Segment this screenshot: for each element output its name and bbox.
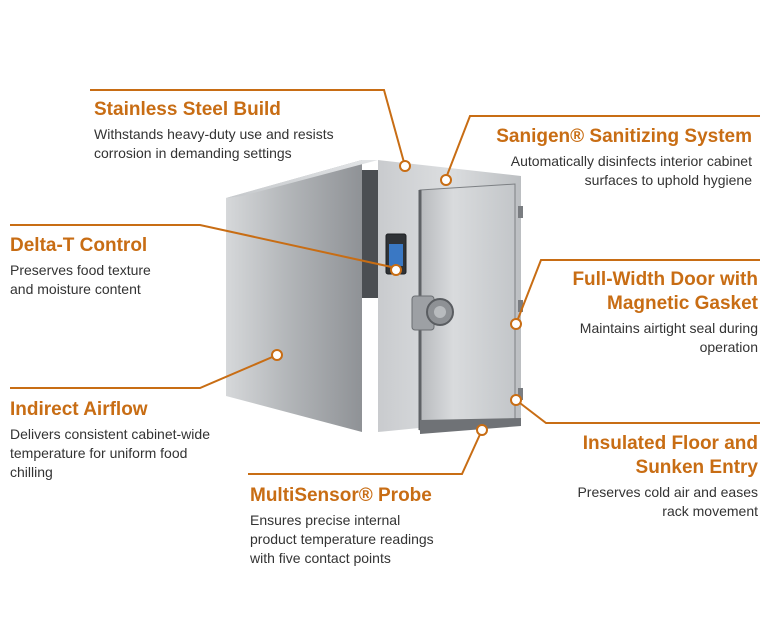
desc-line: corrosion in demanding settings bbox=[94, 145, 292, 161]
callout-multisensor-probe: MultiSensor® Probe Ensures precise inter… bbox=[250, 484, 434, 568]
callout-insulated-floor: Insulated Floor and Sunken Entry Preserv… bbox=[577, 432, 758, 521]
callout-desc: Ensures precise internal product tempera… bbox=[250, 511, 434, 568]
dot-door bbox=[510, 318, 522, 330]
desc-line: chilling bbox=[10, 464, 53, 480]
title-line: Full-Width Door with bbox=[572, 269, 758, 290]
title-line: Insulated Floor and bbox=[582, 433, 758, 454]
callout-title: Sanigen® Sanitizing System bbox=[496, 126, 752, 147]
callout-stainless-steel: Stainless Steel Build Withstands heavy-d… bbox=[94, 98, 334, 163]
callout-sanigen: Sanigen® Sanitizing System Automatically… bbox=[496, 125, 752, 190]
callout-door-gasket: Full-Width Door with Magnetic Gasket Mai… bbox=[572, 268, 758, 357]
callout-title: Delta-T Control bbox=[10, 235, 148, 256]
leader-door bbox=[515, 259, 760, 325]
callout-desc: Automatically disinfects interior cabine… bbox=[496, 152, 752, 190]
dot-deltat bbox=[390, 264, 402, 276]
callout-indirect-airflow: Indirect Airflow Delivers consistent cab… bbox=[10, 398, 210, 482]
callout-desc: Maintains airtight seal during operation bbox=[572, 319, 758, 357]
title-line: Magnetic Gasket bbox=[607, 293, 758, 314]
desc-line: Withstands heavy-duty use and resists bbox=[94, 126, 334, 142]
leader-airflow bbox=[10, 354, 278, 389]
desc-line: Preserves food texture bbox=[10, 262, 151, 278]
cabinet-frame-column bbox=[362, 170, 378, 298]
callout-title: Insulated Floor and Sunken Entry bbox=[577, 432, 758, 480]
callout-title: Stainless Steel Build bbox=[94, 99, 281, 120]
leader-deltat bbox=[10, 224, 397, 269]
cabinet-base bbox=[420, 418, 521, 434]
dot-stainless bbox=[399, 160, 411, 172]
desc-line: Preserves cold air and eases bbox=[577, 484, 758, 500]
dot-sanigen bbox=[440, 174, 452, 186]
desc-line: rack movement bbox=[662, 503, 758, 519]
desc-line: operation bbox=[699, 339, 758, 355]
title-line: Sunken Entry bbox=[635, 457, 758, 478]
dot-probe bbox=[476, 424, 488, 436]
leader-floor bbox=[515, 399, 760, 424]
callout-desc: Preserves cold air and eases rack moveme… bbox=[577, 483, 758, 521]
leader-probe bbox=[248, 429, 483, 475]
desc-line: surfaces to uphold hygiene bbox=[584, 172, 752, 188]
callout-title: Indirect Airflow bbox=[10, 399, 148, 420]
desc-line: Ensures precise internal bbox=[250, 512, 401, 528]
leader-sanigen bbox=[445, 115, 760, 179]
callout-desc: Preserves food texture and moisture cont… bbox=[10, 261, 151, 299]
desc-line: and moisture content bbox=[10, 281, 141, 297]
dot-floor bbox=[510, 394, 522, 406]
callout-desc: Withstands heavy-duty use and resists co… bbox=[94, 125, 334, 163]
desc-line: temperature for uniform food bbox=[10, 445, 188, 461]
desc-line: Delivers consistent cabinet-wide bbox=[10, 426, 210, 442]
cabinet-top-edge bbox=[226, 160, 378, 198]
desc-line: Maintains airtight seal during bbox=[579, 320, 758, 336]
callout-delta-t: Delta-T Control Preserves food texture a… bbox=[10, 234, 151, 299]
callout-title: MultiSensor® Probe bbox=[250, 485, 432, 506]
desc-line: product temperature readings bbox=[250, 531, 434, 547]
dot-airflow bbox=[271, 349, 283, 361]
callout-title: Full-Width Door with Magnetic Gasket bbox=[572, 268, 758, 316]
leader-stainless bbox=[90, 89, 406, 167]
desc-line: Automatically disinfects interior cabine… bbox=[510, 153, 752, 169]
cabinet-side-panel bbox=[226, 160, 362, 432]
callout-desc: Delivers consistent cabinet-wide tempera… bbox=[10, 425, 210, 482]
desc-line: with five contact points bbox=[250, 550, 391, 566]
